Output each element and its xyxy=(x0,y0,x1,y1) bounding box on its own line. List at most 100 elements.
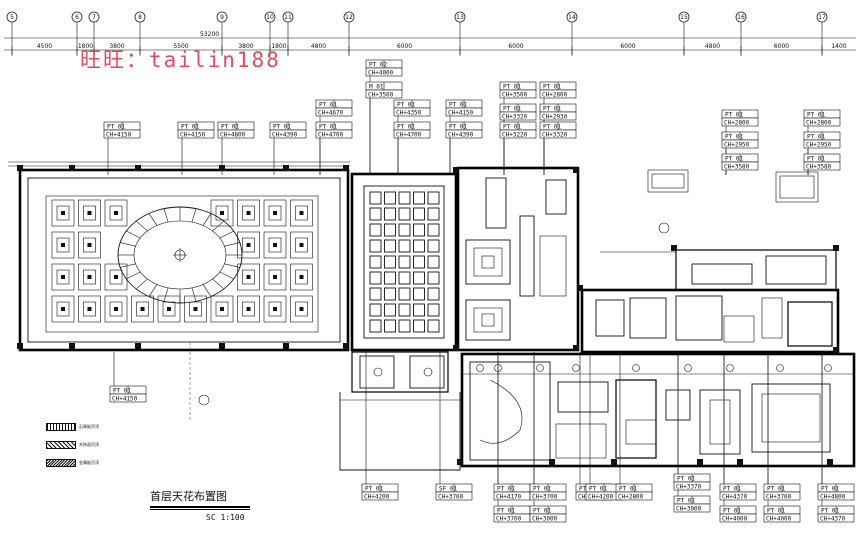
ceiling-tag-height: CH+4170 xyxy=(496,494,522,501)
ceiling-tag-code: PT 01 xyxy=(181,124,199,131)
segment-dimension-label: 6000 xyxy=(620,43,635,50)
coffer-panel xyxy=(51,263,75,291)
gallery-coffer xyxy=(384,255,396,269)
ceiling-tag-code: PT 01 xyxy=(619,486,637,493)
legend-label: 石膏板吊顶 xyxy=(79,424,99,429)
gallery-coffer xyxy=(427,191,440,205)
coffer-panel xyxy=(78,263,101,291)
grid-axis-bubble: 15 xyxy=(678,11,690,56)
legend-item: 金属板吊顶 xyxy=(46,454,99,472)
structural-column xyxy=(343,165,349,171)
structural-columns xyxy=(17,165,839,465)
core-ceiling-b xyxy=(465,299,511,341)
ceiling-tag-height: CH+2950 xyxy=(806,142,832,149)
ceiling-tag-height: CH+3500 xyxy=(368,92,394,99)
grid-axis-bubble: 17 xyxy=(816,11,828,56)
structural-column xyxy=(453,167,459,173)
structural-column xyxy=(573,345,579,351)
gallery-coffer xyxy=(427,287,440,301)
ceiling-tag-code: PT 01 xyxy=(821,508,839,515)
ceiling-tag-code: PT 01 xyxy=(449,102,467,109)
ceiling-tag-height: CH+4200 xyxy=(364,494,390,501)
structural-column xyxy=(69,165,75,171)
light-fixture-icon xyxy=(423,367,433,377)
legend-swatch-cross xyxy=(46,459,76,467)
ceiling-tag-height: CH+4370 xyxy=(722,494,748,501)
ceiling-tag-height: CH+4200 xyxy=(588,494,614,501)
ceiling-tag-code: PT 01 xyxy=(365,486,383,493)
structural-column xyxy=(453,345,459,351)
service-core xyxy=(456,166,580,352)
structural-column xyxy=(833,347,839,353)
legend-label: 金属板吊顶 xyxy=(79,460,99,465)
lobby-ceiling xyxy=(469,361,551,461)
segment-dimension-label: 1800 xyxy=(78,43,93,50)
ceiling-tag-height: CH+3580 xyxy=(724,164,750,171)
grid-axis-label: 12 xyxy=(345,14,353,21)
structural-column xyxy=(573,167,579,173)
gallery-coffer xyxy=(413,239,425,253)
lower-rooms xyxy=(373,352,856,468)
ceiling-tag-height: CH+2800 xyxy=(806,120,832,127)
coffer-panel xyxy=(237,199,260,227)
ceiling-tag-height: CH+3000 xyxy=(676,506,702,513)
grid-axis-label: 10 xyxy=(266,14,274,21)
ceiling-tag-height: CH+4670 xyxy=(318,110,344,117)
drawing-scale: SC 1:100 xyxy=(206,513,245,522)
ceiling-tag-code: PT 01 xyxy=(725,134,743,141)
ceiling-tag-code: PT 01 xyxy=(725,112,743,119)
bedroom-ceiling-a xyxy=(699,389,741,455)
segment-dimension-label: 3800 xyxy=(109,43,124,50)
grid-axis-bubble: 8 xyxy=(134,11,146,56)
grid-axis-label: 14 xyxy=(568,14,576,21)
segment-dimension-label: 4800 xyxy=(311,43,326,50)
segment-dimension-label: 1400 xyxy=(831,43,846,50)
gallery-ceiling-frame xyxy=(363,185,445,339)
gallery-coffer xyxy=(427,239,440,253)
corridor-wall xyxy=(675,249,837,291)
ceiling-tag-code: PT 01 xyxy=(807,112,825,119)
grid-axis-bubble: 14 xyxy=(566,11,578,56)
ceiling-tag-code: PT 01 xyxy=(543,124,561,131)
coffer-panel xyxy=(51,295,75,323)
ceiling-tag-code: PT 01 xyxy=(397,124,415,131)
gallery-coffer xyxy=(369,319,382,333)
section-marker-icon xyxy=(198,394,210,406)
gallery-coffer xyxy=(427,319,440,333)
legend-label: 木饰面吊顶 xyxy=(79,442,99,447)
ceiling-tag-height: CH+3500 xyxy=(502,92,528,99)
ceiling-tag-height: CH+4150 xyxy=(448,110,474,117)
ceiling-tag-code: PT 01 xyxy=(503,84,521,91)
drawing-title-block: 首层天花布置图 SC 1:100 xyxy=(150,488,260,522)
segment-dimension-label: 4800 xyxy=(705,43,720,50)
lower-wing-wall xyxy=(460,352,856,468)
light-fixture-icon xyxy=(536,364,544,372)
skylight-2 xyxy=(775,171,819,203)
structural-column xyxy=(827,459,833,465)
ceiling-tag-height: CH+4150 xyxy=(112,396,138,403)
grid-axis-label: 17 xyxy=(818,14,826,21)
coffer-panel xyxy=(78,199,101,227)
ceiling-tag-code: PT 01 xyxy=(723,508,741,515)
coffer-panel xyxy=(104,199,128,227)
east-wing xyxy=(580,169,840,354)
coffer-panel xyxy=(78,231,101,259)
ceiling-tag-code: PT 01 xyxy=(497,508,515,515)
gallery-coffer xyxy=(384,303,396,317)
ceiling-tag-code: PT 01 xyxy=(503,124,521,131)
segment-dimension-label: 4500 xyxy=(37,43,52,50)
ceiling-tag-code: PT 01 xyxy=(449,124,467,131)
ceiling-tag-height: CH+4000 xyxy=(368,70,394,77)
